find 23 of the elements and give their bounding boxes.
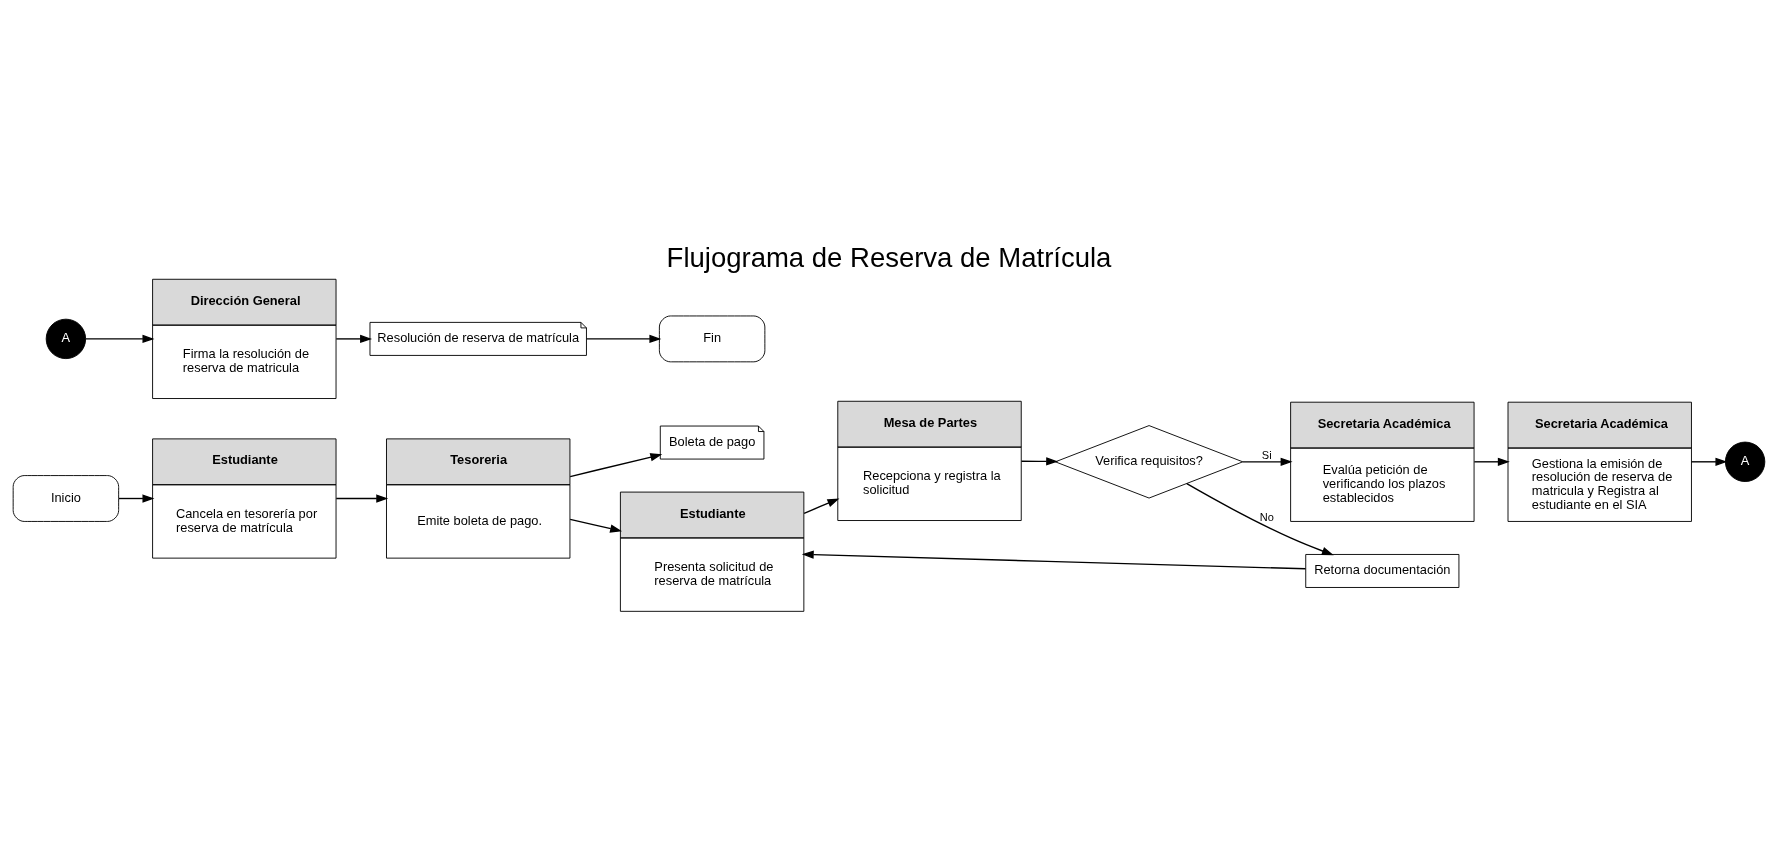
arrow bbox=[1242, 457, 1293, 466]
diagram-title: Flujograma de Reserva de Matrícula bbox=[666, 242, 1112, 274]
edge-label: Si bbox=[1261, 448, 1272, 461]
node-box: Retorna documentación bbox=[1305, 554, 1460, 588]
arrow bbox=[1690, 457, 1728, 466]
edge-label: No bbox=[1259, 511, 1274, 524]
arrow bbox=[569, 453, 663, 478]
arrow bbox=[1186, 483, 1334, 556]
node-circle: A bbox=[45, 318, 87, 360]
arrow bbox=[85, 334, 155, 344]
node-box: Fin bbox=[658, 315, 766, 363]
arrow bbox=[335, 494, 389, 503]
arrow bbox=[118, 494, 155, 503]
arrow bbox=[569, 518, 623, 533]
node-box: Inicio bbox=[12, 475, 120, 522]
arrow bbox=[1473, 457, 1510, 466]
node-circle: A bbox=[1724, 441, 1766, 482]
arrow bbox=[1020, 457, 1059, 466]
arrow bbox=[586, 334, 662, 344]
node-diamond: Verifica requisitos? bbox=[1054, 425, 1244, 499]
arrow bbox=[803, 498, 840, 515]
arrow bbox=[801, 550, 1307, 570]
arrow bbox=[335, 334, 373, 344]
